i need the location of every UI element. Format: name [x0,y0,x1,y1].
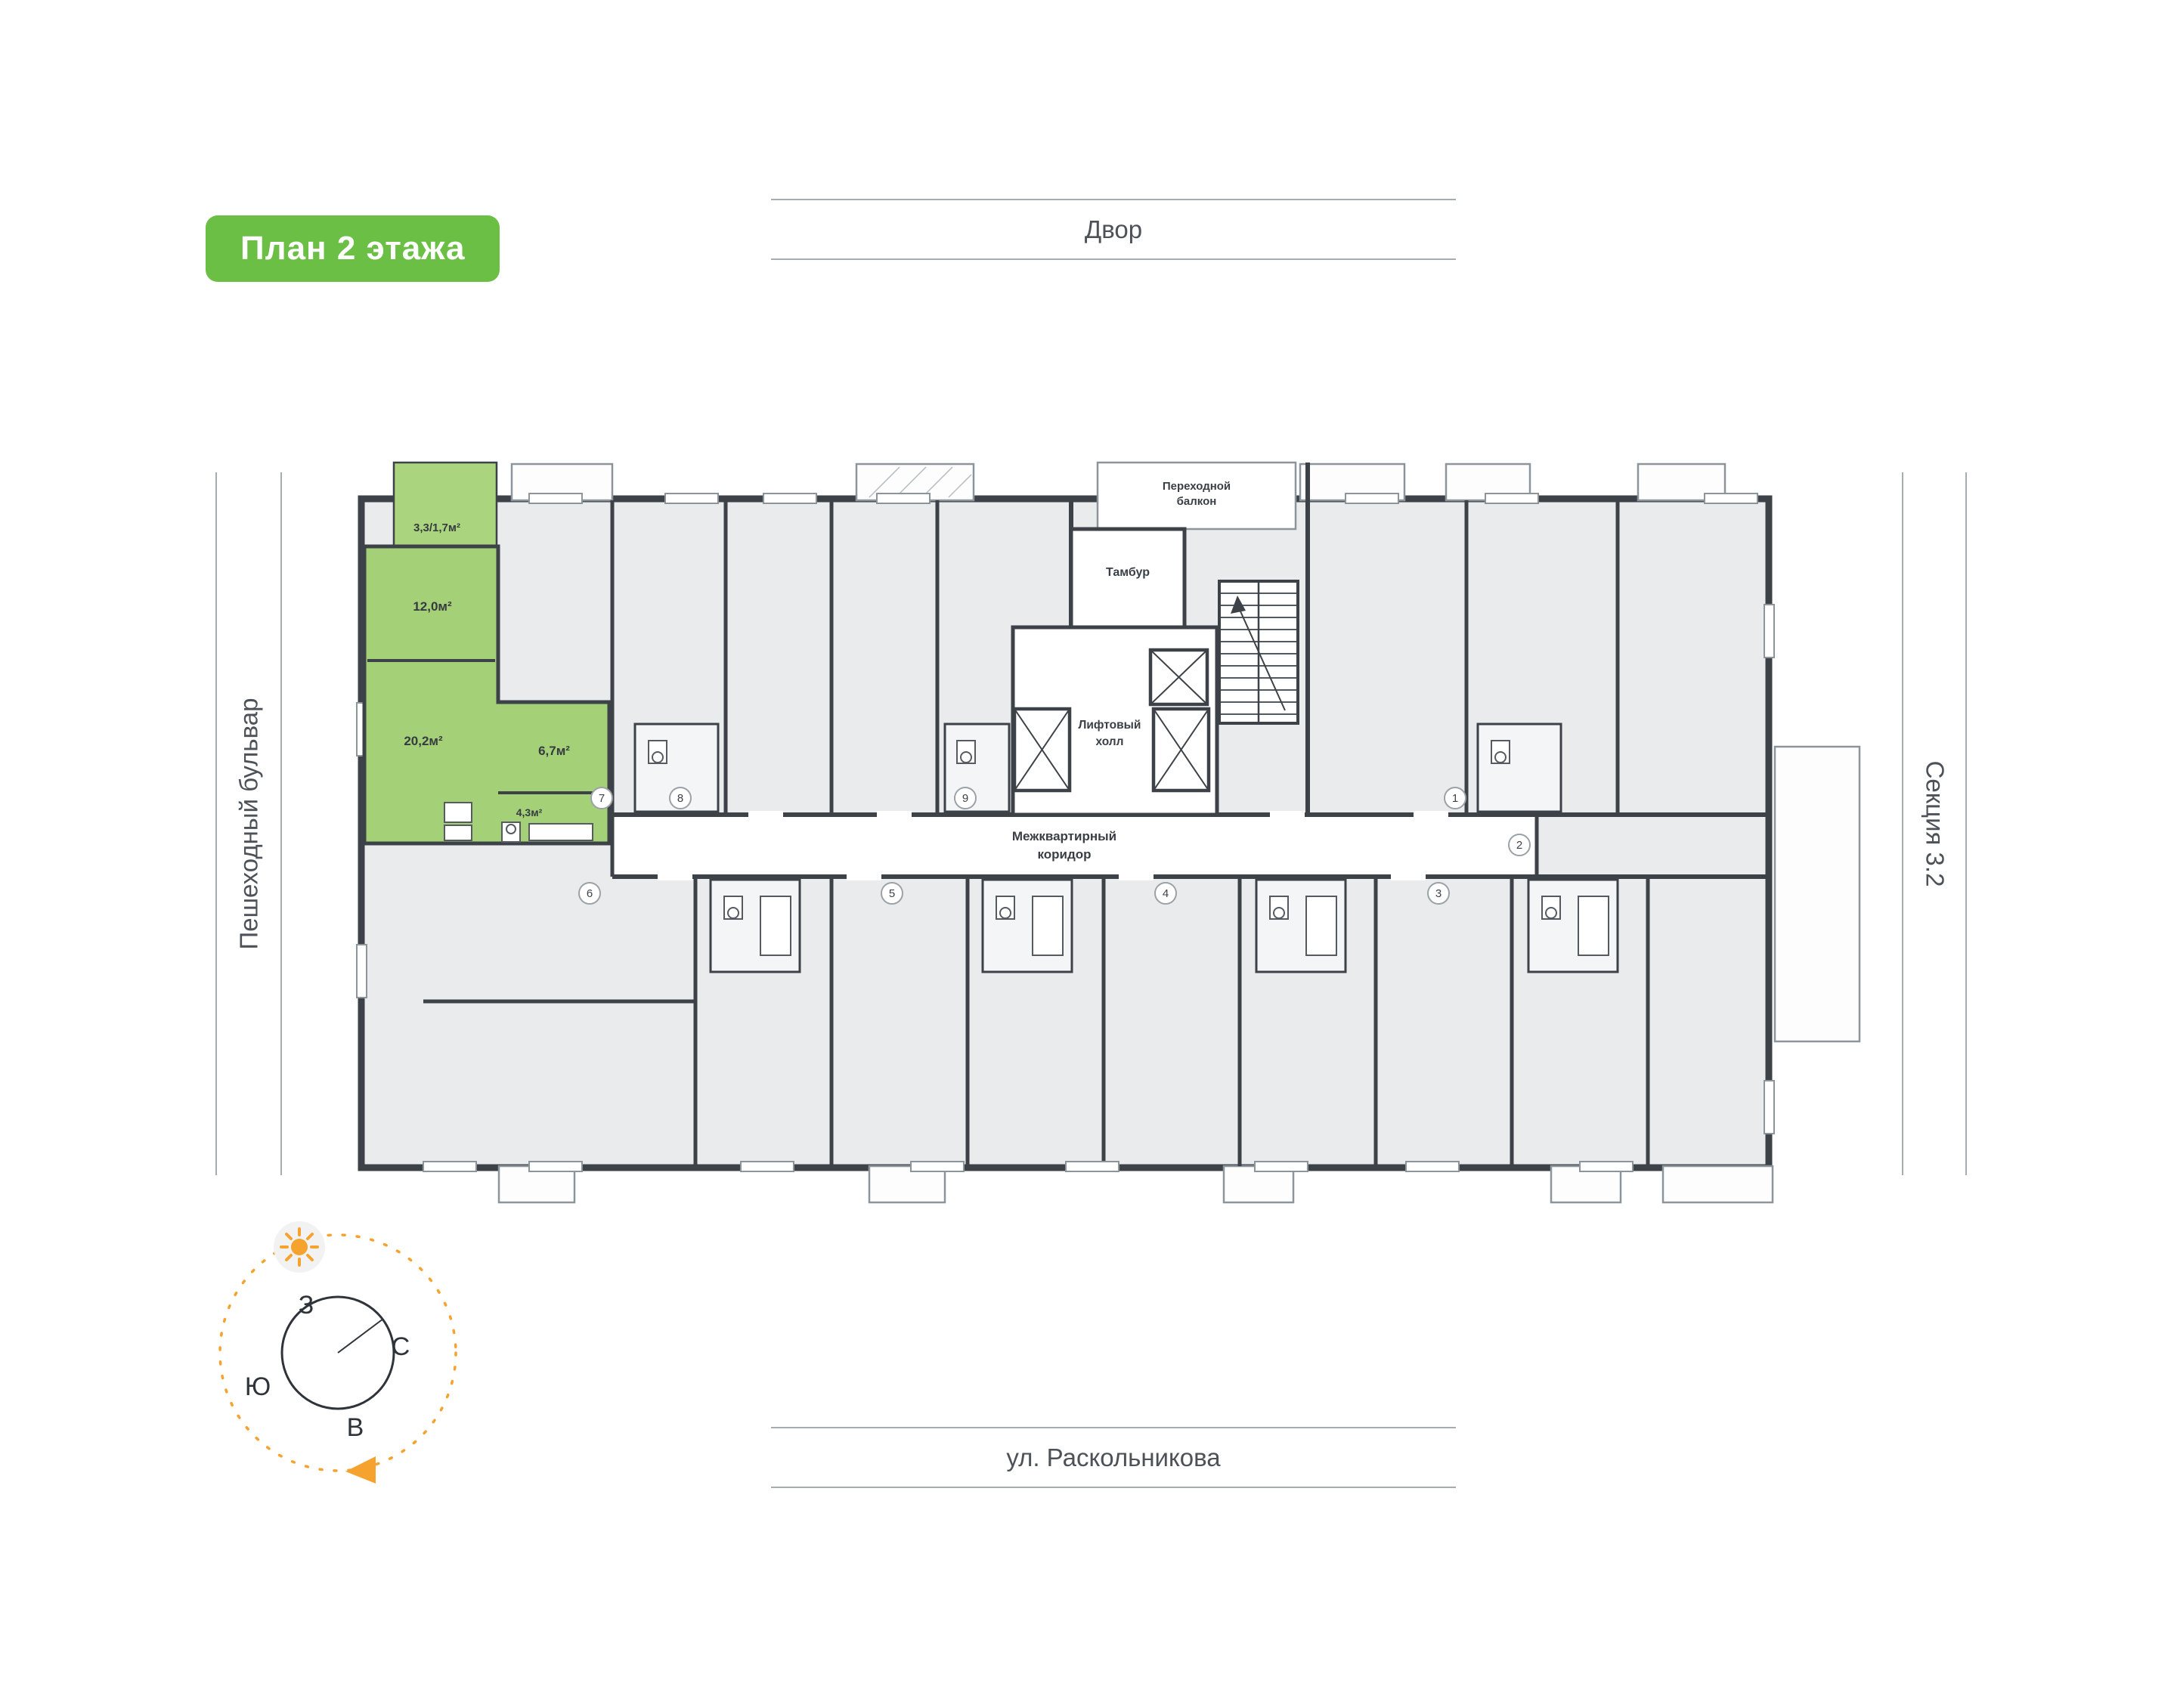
apartment-number-badge[interactable]: 2 [1508,834,1531,856]
vestibule-room [1069,527,1187,630]
apartment-number-badge[interactable]: 1 [1444,787,1466,809]
svg-text:7: 7 [599,792,605,805]
central-core [1011,461,1299,817]
balcony-hatch [869,466,972,498]
area-label-living: 20,2м² [404,734,443,748]
stairs-icon [1218,580,1299,725]
corridor-label-line1: Межквартирный [1012,829,1116,843]
corridor [612,815,1537,877]
area-label-bathroom: 4,3м² [516,806,543,818]
elevator-hall-label-line1: Лифтовый [1079,719,1141,732]
floor-plan: 3,3/1,7м² 12,0м² 20,2м² 6,7м² 4,3м² Пере… [356,461,1861,1204]
balcony-bottom-5 [1661,1165,1774,1204]
compass-north-label: С [392,1332,410,1361]
compass-west-label: З [299,1291,314,1320]
apartment-balcony [392,461,498,548]
svg-text:1: 1 [1452,792,1458,805]
compass-dashed-ring [218,1233,457,1472]
elevator-shaft-cross [1014,649,1209,791]
street-label-text: ул. Раскольникова [1006,1443,1221,1471]
area-label-hall: 6,7м² [538,744,570,758]
compass-arrow-icon [345,1456,376,1484]
bathroom-pod [981,878,1073,973]
svg-text:4: 4 [1163,887,1169,900]
compass-sun-icon [274,1221,325,1273]
area-label-room: 12,0м² [413,599,452,614]
boulevard-label: Пешеходный бульвар [215,472,282,1175]
compass-south-label: Ю [245,1372,271,1401]
svg-text:2: 2 [1516,839,1522,852]
svg-text:8: 8 [677,792,683,805]
yard-label-text: Двор [1084,215,1143,243]
highlighted-apartment[interactable]: 3,3/1,7м² 12,0м² 20,2м² 6,7м² 4,3м² [362,461,612,846]
floor-badge: План 2 этажа [206,215,500,282]
vestibule-label: Тамбур [1106,566,1150,579]
svg-text:9: 9 [962,792,968,805]
apartment-number-badge[interactable]: 5 [881,882,903,905]
floor-badge-label: План 2 этажа [240,230,466,267]
apartment-body[interactable] [362,544,612,846]
apartment-number-badge[interactable]: 7 [590,787,613,809]
apartment-number-badge[interactable]: 6 [578,882,601,905]
apartment-number-badge[interactable]: 4 [1154,882,1177,905]
corridor-door-gaps [658,811,1448,880]
bathroom-pod [1476,722,1562,813]
transition-balcony-label-line1: Переходной [1163,480,1231,493]
svg-text:5: 5 [889,887,895,900]
apartment-number-badges: 7 8 9 1 2 6 5 [578,787,1531,905]
bathroom-fixtures [648,740,1609,956]
apartment-number-badge[interactable]: 8 [669,787,692,809]
section-label: Секция 3.2 [1902,472,1967,1175]
compass-east-label: В [347,1413,364,1442]
svg-text:6: 6 [587,887,593,900]
apartment-fixtures [444,802,593,843]
balconies [497,463,1861,1204]
apartment-number-badge[interactable]: 9 [954,787,977,809]
yard-label: Двор [771,199,1456,260]
svg-text:3: 3 [1435,887,1442,900]
compass: З С Ю В [218,1221,457,1484]
compass-needle [337,1318,384,1354]
transition-balcony-label-line2: балкон [1177,495,1217,508]
area-label-balcony: 3,3/1,7м² [413,521,460,534]
elevator-hall-label-line2: холл [1095,735,1123,748]
transition-balcony [1096,461,1297,531]
street-label: ул. Раскольникова [771,1427,1456,1488]
corridor-label-line2: коридор [1037,847,1091,862]
windows [356,493,1775,1172]
apartment-number-badge[interactable]: 3 [1427,882,1450,905]
apartment-inner-walls [367,659,609,794]
terrace-right [1773,745,1861,1043]
